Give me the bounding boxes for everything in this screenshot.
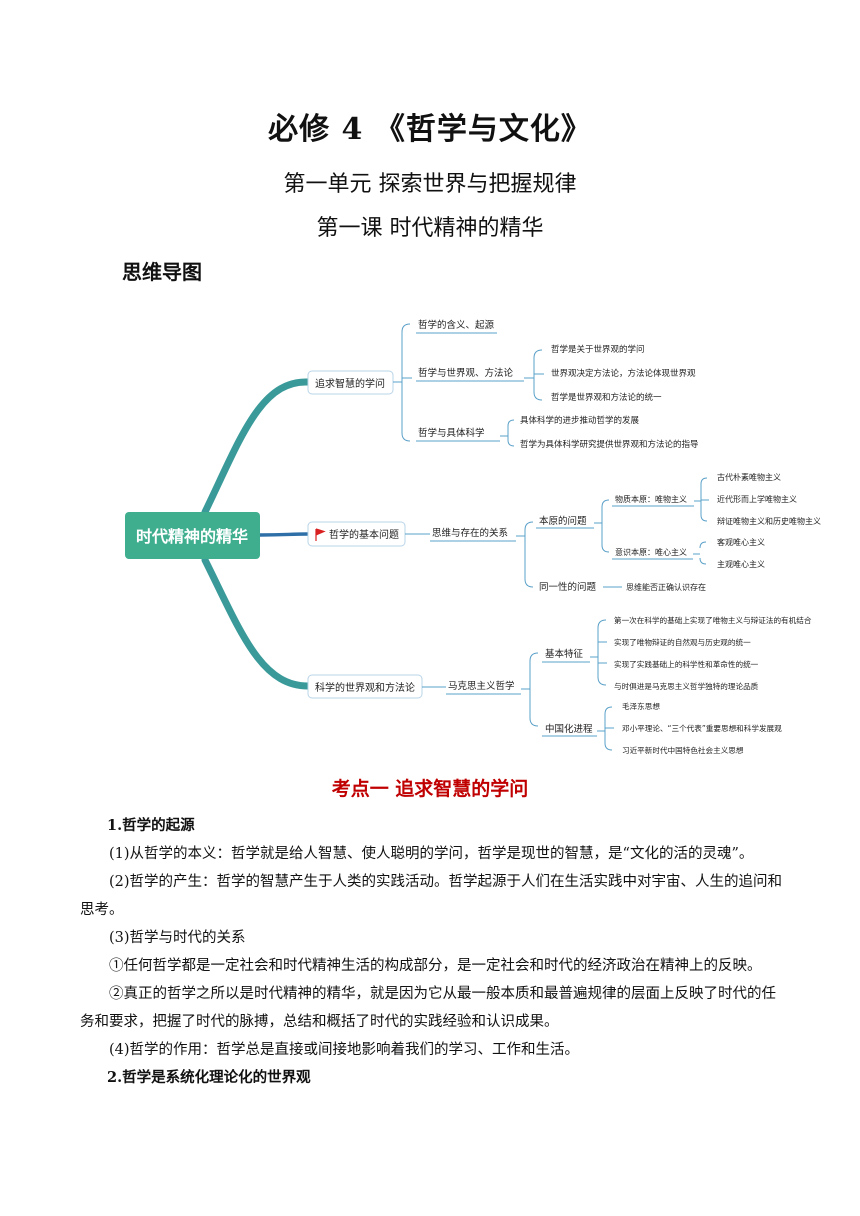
- branch3-n1: 马克思主义哲学: [448, 680, 515, 692]
- section-heading-1: 1.哲学的起源: [107, 817, 195, 834]
- document-title: 必修 4 《哲学与文化》: [268, 112, 592, 147]
- features-item: 第一次在科学的基础上实现了唯物主义与辩证法的有机结合: [614, 615, 812, 625]
- branch1-label: 追求智慧的学问: [315, 377, 385, 390]
- sinicization-item: 毛泽东思想: [622, 701, 660, 711]
- branch3-sinicization: 中国化进程: [545, 723, 593, 735]
- paragraph: (3)哲学与时代的关系: [109, 930, 246, 946]
- root-node-label: 时代精神的精华: [136, 527, 248, 546]
- kaodian-heading: 考点一 追求智慧的学问: [331, 778, 529, 800]
- branch3-label: 科学的世界观和方法论: [315, 681, 415, 694]
- branch1-n2: 哲学与世界观、方法论: [418, 367, 514, 379]
- branch-connector-3: [201, 556, 312, 690]
- unit-heading: 第一单元 探索世界与把握规律: [283, 172, 577, 197]
- materialism-item: 近代形而上学唯物主义: [717, 494, 797, 504]
- branch2-identity: 同一性的问题: [539, 581, 597, 593]
- branch2-label: 哲学的基本问题: [329, 528, 399, 541]
- paragraph: (1)从哲学的本义：哲学就是给人智慧、使人聪明的学问，哲学是现世的智慧，是“文化…: [109, 846, 754, 862]
- sinicization-item: 习近平新时代中国特色社会主义思想: [622, 745, 744, 755]
- branch2-n1: 思维与存在的关系: [432, 527, 508, 539]
- materialism-item: 古代朴素唯物主义: [717, 472, 781, 482]
- branch1-n3-item: 具体科学的进步推动哲学的发展: [520, 415, 640, 426]
- branch1-n3: 哲学与具体科学: [418, 427, 485, 439]
- idealism-item: 主观唯心主义: [717, 559, 765, 569]
- branch1-bracket: [393, 323, 412, 442]
- branch1-n2-item: 哲学是世界观和方法论的统一: [551, 392, 662, 403]
- branch1-n1: 哲学的含义、起源: [418, 319, 495, 331]
- paragraph: ①任何哲学都是一定社会和时代精神生活的构成部分，是一定社会和时代的经济政治在精神…: [109, 958, 762, 974]
- branch2-idealism: 意识本原：唯心主义: [615, 547, 687, 557]
- mindmap-label: 思维导图: [122, 260, 202, 284]
- branch1-n2-item: 哲学是关于世界观的学问: [551, 344, 645, 355]
- flag-icon: [315, 528, 326, 541]
- materialism-item: 辩证唯物主义和历史唯物主义: [717, 516, 821, 526]
- paragraph: (4)哲学的作用：哲学总是直接或间接地影响着我们的学习、工作和生活。: [109, 1042, 580, 1058]
- idealism-item: 客观唯心主义: [717, 537, 765, 547]
- root-node: [125, 512, 260, 559]
- paragraph: (2)哲学的产生：哲学的智慧产生于人类的实践活动。哲学起源于人们在生活实践中对宇…: [80, 874, 783, 918]
- branch-connector-1: [201, 378, 312, 516]
- branch3-features: 基本特征: [545, 648, 584, 660]
- branch-connector-2: [259, 532, 309, 537]
- features-item: 实现了唯物辩证的自然观与历史观的统一: [614, 637, 751, 647]
- branch2-materialism: 物质本原：唯物主义: [615, 494, 687, 504]
- paragraph: ②真正的哲学之所以是时代精神的精华，就是因为它从最一般本质和最普遍规律的层面上反…: [80, 986, 776, 1030]
- branch1-n2-item: 世界观决定方法论，方法论体现世界观: [551, 368, 696, 379]
- branch2-origin: 本原的问题: [539, 515, 587, 527]
- features-item: 实现了实践基础上的科学性和革命性的统一: [614, 659, 759, 669]
- mind-map: 时代精神的精华 追求智慧的学问 哲学的含义、起源 哲学与世界观、方法论 哲学是关…: [125, 319, 821, 755]
- lesson-heading: 第一课 时代精神的精华: [316, 216, 544, 241]
- sinicization-item: 邓小平理论、“三个代表”重要思想和科学发展观: [622, 723, 782, 733]
- branch1-n3-item: 哲学为具体科学研究提供世界观和方法论的指导: [520, 439, 699, 450]
- features-item: 与时俱进是马克思主义哲学独特的理论品质: [614, 681, 759, 691]
- section-heading-2: 2.哲学是系统化理论化的世界观: [107, 1069, 311, 1086]
- branch2-identity-item: 思维能否正确认识存在: [626, 582, 706, 592]
